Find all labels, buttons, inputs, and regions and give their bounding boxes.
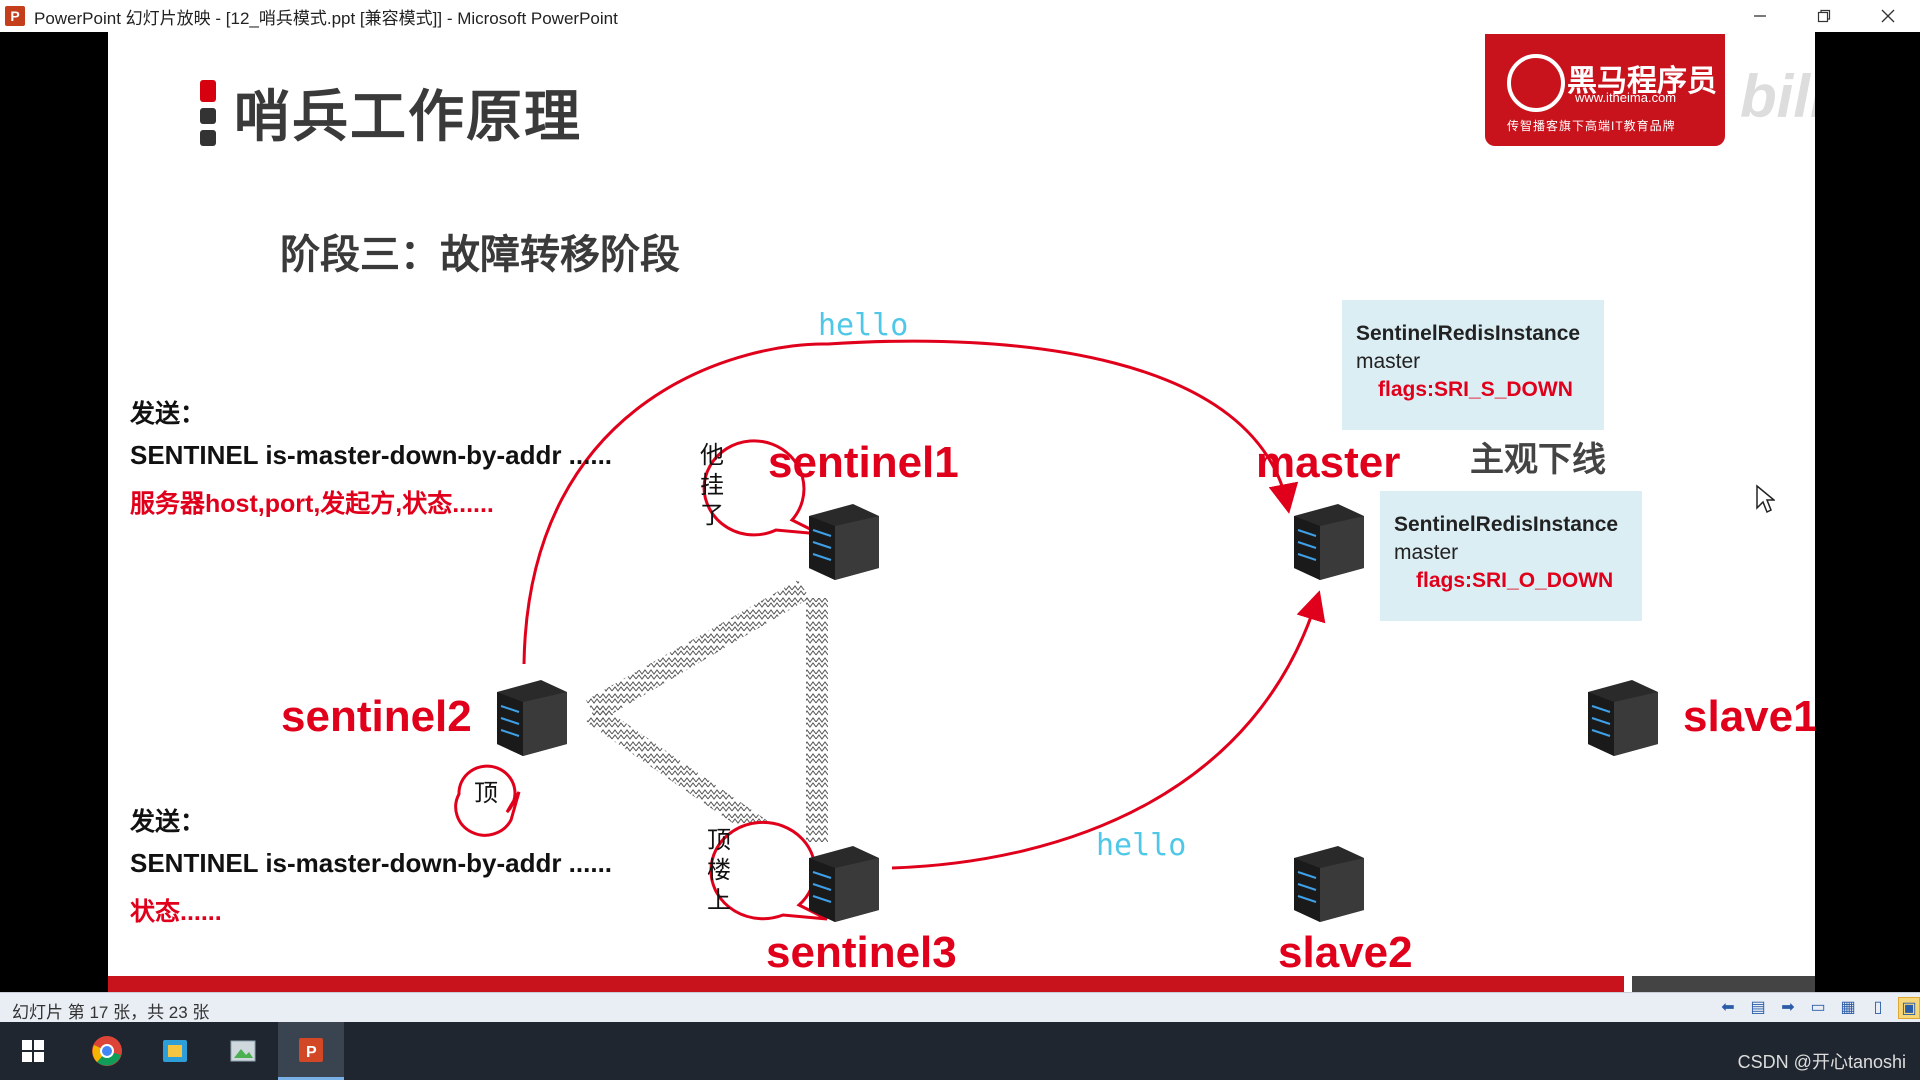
network-diagram — [454, 339, 1326, 921]
slide-title-group: 哨兵工作原理 — [200, 72, 582, 153]
reading-view-icon[interactable]: ▯ — [1873, 999, 1883, 1016]
slide-footer-dark-bar — [1632, 976, 1815, 992]
info-subjective-flags: flags:SRI_S_DOWN — [1378, 378, 1573, 401]
slide-title: 哨兵工作原理 — [234, 85, 582, 148]
send-top-heading: 发送： — [130, 400, 206, 428]
stage-title: 阶段三：故障转移阶段 — [280, 233, 680, 277]
minimize-button[interactable] — [1728, 0, 1792, 32]
next-slide-icon[interactable]: ➡ — [1781, 999, 1795, 1016]
file-manager-icon[interactable] — [142, 1022, 208, 1080]
restore-button[interactable] — [1792, 0, 1856, 32]
normal-view-icon[interactable]: ▭ — [1810, 999, 1826, 1016]
bubble-sentinel2-text: 顶 — [474, 780, 498, 807]
slide-canvas[interactable]: 哨兵工作原理 阶段三：故障转移阶段 黑马程序员 www.itheima.com … — [108, 32, 1815, 992]
info-box-subjective: SentinelRedisInstance master flags:SRI_S… — [1342, 300, 1604, 430]
slide-menu-icon[interactable]: ▤ — [1750, 999, 1766, 1016]
hello-arc-top — [522, 339, 1299, 665]
minimize-icon — [1754, 15, 1766, 17]
server-sentinel2-icon — [497, 680, 567, 756]
window-titlebar: P PowerPoint 幻灯片放映 - [12_哨兵模式.ppt [兼容模式]… — [0, 0, 1920, 32]
label-sentinel2: sentinel2 — [281, 692, 472, 741]
slideshow-view-icon[interactable]: ▣ — [1898, 997, 1920, 1019]
info-objective-role: master — [1394, 541, 1459, 564]
info-objective-flags: flags:SRI_O_DOWN — [1416, 569, 1614, 592]
label-sentinel1: sentinel1 — [768, 438, 959, 487]
powerpoint-statusbar: 幻灯片 第 17 张，共 23 张 ⬅ ▤ ➡ ▭ ▦ ▯ ▣ — [0, 992, 1920, 1023]
zigzag-arrow-s1-s3 — [806, 598, 828, 842]
close-button[interactable] — [1856, 0, 1920, 32]
restore-icon — [1817, 9, 1831, 23]
info-subjective-header: SentinelRedisInstance — [1356, 322, 1581, 345]
csdn-watermark: CSDN @开心tanoshi — [1737, 1052, 1906, 1072]
window-title: PowerPoint 幻灯片放映 - [12_哨兵模式.ppt [兼容模式]] … — [34, 8, 618, 28]
bubble-sentinel1-text: 他 挂 了 — [700, 442, 724, 529]
info-objective-header: SentinelRedisInstance — [1394, 513, 1619, 536]
bubble-sentinel1-shape — [702, 439, 821, 537]
itheima-logo: 黑马程序员 www.itheima.com 传智播客旗下高端IT教育品牌 — [1485, 34, 1725, 146]
label-master: master — [1256, 438, 1401, 487]
slide-counter: 幻灯片 第 17 张，共 23 张 — [12, 1003, 210, 1022]
server-master-icon — [1294, 504, 1364, 580]
windows-start-icon[interactable] — [0, 1022, 66, 1080]
slide-footer-red-bar — [108, 976, 1624, 992]
svg-text:P: P — [306, 1044, 317, 1061]
bubble-sentinel2-shape — [454, 764, 521, 837]
hello-top-label: hello — [818, 308, 909, 343]
logo-slogan: 传智播客旗下高端IT教育品牌 — [1507, 119, 1676, 133]
close-icon — [1881, 9, 1895, 23]
powerpoint-app-icon[interactable]: P — [5, 6, 25, 26]
send-top-command: SENTINEL is-master-down-by-addr ...... — [130, 440, 613, 470]
logo-brand: 黑马程序员 — [1567, 65, 1717, 98]
logo-url: www.itheima.com — [1575, 90, 1677, 105]
subjective-down-label: 主观下线 — [1470, 441, 1606, 479]
chrome-icon[interactable] — [74, 1022, 140, 1080]
hello-arc-bottom — [891, 590, 1326, 870]
info-box-objective: SentinelRedisInstance master flags:SRI_O… — [1380, 491, 1642, 621]
logo-emblem-icon — [1507, 54, 1565, 112]
slide-sorter-icon[interactable]: ▦ — [1840, 999, 1856, 1016]
label-slave2: slave2 — [1278, 928, 1413, 977]
image-viewer-icon[interactable] — [210, 1022, 276, 1080]
zigzag-arrow-s2-s1 — [586, 580, 810, 722]
server-slave2-icon — [1294, 846, 1364, 922]
mouse-cursor-icon — [1756, 484, 1775, 514]
send-bottom-detail: 状态...... — [130, 898, 222, 926]
bilibili-watermark: bilibili — [1740, 63, 1815, 130]
server-sentinel3-icon — [809, 846, 879, 922]
send-top-detail: 服务器host,port,发起方,状态...... — [130, 490, 494, 518]
label-sentinel3: sentinel3 — [766, 928, 957, 977]
server-sentinel1-icon — [809, 504, 879, 580]
info-subjective-role: master — [1356, 350, 1421, 373]
windows-taskbar: P — [0, 1022, 1920, 1080]
title-bullet-icon — [200, 79, 216, 146]
hello-bottom-label: hello — [1096, 828, 1187, 863]
previous-slide-icon[interactable]: ⬅ — [1721, 999, 1735, 1016]
label-slave1: slave1 — [1683, 692, 1815, 741]
server-slave1-icon — [1588, 680, 1658, 756]
powerpoint-icon[interactable]: P — [278, 1022, 344, 1080]
send-bottom-command: SENTINEL is-master-down-by-addr ...... — [130, 848, 613, 878]
bubble-sentinel3-text: 顶 楼 上 — [707, 827, 731, 914]
send-bottom-heading: 发送： — [130, 808, 206, 836]
